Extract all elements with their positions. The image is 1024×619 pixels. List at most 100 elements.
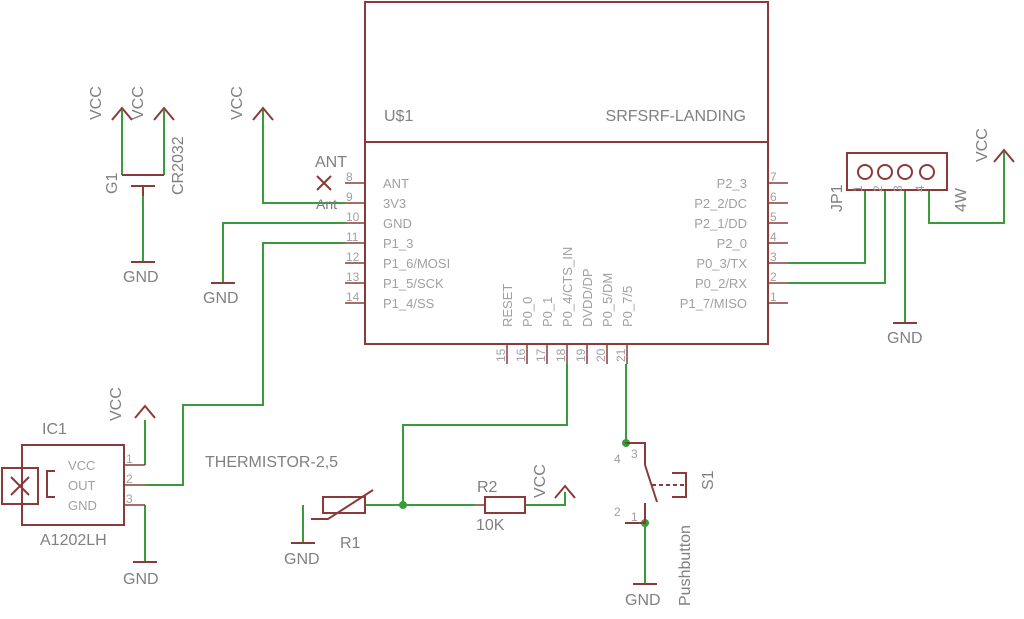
g1-name: G1: [104, 173, 121, 194]
ic1-sensor-box: [1, 467, 39, 505]
u1-pin-label-17: P0_1: [540, 297, 555, 327]
ic1-x-2: [10, 476, 30, 496]
gnd-label: GND: [123, 269, 159, 286]
vcc-symbol-jp1: VCC: [974, 128, 1015, 163]
gnd-label: GND: [203, 290, 239, 307]
vcc-arrow: [153, 106, 175, 121]
s1-upper-contact: [625, 442, 646, 465]
ic1-pin-num-1: 1: [126, 452, 133, 466]
s1-pin-num-4: 4: [614, 452, 621, 466]
u1-pin-num-6: 6: [770, 190, 777, 204]
thermistor-r1[interactable]: THERMISTOR-2,5 R1: [205, 454, 374, 552]
u1-pin-label-16: P0_0: [520, 297, 535, 327]
u1-pin-num-8: 8: [346, 170, 353, 184]
u1-pin-num-4: 4: [770, 230, 777, 244]
u1-pin-num-18: 18: [554, 348, 568, 362]
gnd-label: GND: [123, 571, 159, 588]
gnd-label: GND: [887, 330, 923, 347]
junction-thermistor: [399, 501, 407, 509]
u1-pin-num-14: 14: [346, 290, 360, 304]
r1-value: THERMISTOR-2,5: [205, 454, 338, 471]
u1-pin-label-2: P0_2/RX: [695, 276, 747, 291]
ant-net-label: Ant: [316, 196, 337, 212]
s1-lower-contact: [625, 503, 646, 524]
u1-pin-num-2: 2: [770, 270, 777, 284]
u1-pin-num-17: 17: [534, 348, 548, 362]
vcc-label: VCC: [974, 128, 991, 162]
u1-pin-label-19: DVDD/DP: [580, 268, 595, 327]
u1-pin-label-14: P1_4/SS: [383, 296, 435, 311]
r2-body: [484, 496, 526, 514]
jp1-pin-num-3: 3: [891, 185, 905, 192]
gnd-symbol-jp1: GND: [887, 322, 923, 347]
wires: [142, 110, 1005, 584]
u1-pin-num-5: 5: [770, 210, 777, 224]
r2-value: 10K: [476, 517, 505, 534]
jp1-outline: [846, 152, 948, 191]
gnd-label: GND: [625, 592, 661, 609]
pushbutton-s1[interactable]: 4 3 2 1 S1 Pushbutton: [614, 442, 717, 606]
r1-thermistor-mark: [311, 489, 374, 520]
u1-pin-label-10: GND: [383, 216, 412, 231]
s1-pin-num-2: 2: [614, 505, 621, 519]
u1-value: SRFSRF-LANDING: [606, 108, 746, 125]
r1-name: R1: [340, 535, 361, 552]
u1-pin-num-9: 9: [346, 190, 353, 204]
u1-pin-num-7: 7: [770, 170, 777, 184]
ic1-pin-num-3: 3: [126, 492, 133, 506]
vcc-arrow: [252, 106, 274, 121]
vcc-arrow: [554, 484, 576, 499]
ant-noconnect: ANT Ant: [315, 154, 347, 212]
vcc-label: VCC: [88, 86, 105, 120]
jp1-pin-2: [877, 164, 893, 180]
u1-pin-label-3: P0_3/TX: [696, 256, 747, 271]
wire-r2-vcc: [525, 492, 566, 506]
u1-pin-num-11: 11: [346, 230, 359, 244]
vcc-symbol-g1-a: VCC: [88, 86, 133, 121]
sensor-ic1[interactable]: 1 2 3 VCC OUT GND IC1 A1202LH: [1, 421, 145, 549]
u1-right-pins: 7P2_36P2_2/DC5P2_1/DD4P2_03P0_3/TX2P0_2/…: [680, 170, 788, 311]
ic1-pin-label-gnd: GND: [68, 498, 97, 513]
vcc-arrow: [134, 404, 156, 419]
u1-pin-label-12: P1_6/MOSI: [383, 256, 450, 271]
vcc-label: VCC: [229, 86, 246, 120]
ant-label: ANT: [315, 154, 347, 171]
vcc-arrow: [111, 106, 133, 121]
vcc-symbol-g1-b: VCC: [130, 86, 175, 121]
ic1-pin-label-vcc: VCC: [68, 458, 95, 473]
ic1-pin-num-2: 2: [126, 472, 133, 486]
jp1-pin-num-2: 2: [871, 185, 885, 192]
u1-pin-label-1: P1_7/MISO: [680, 296, 747, 311]
jp1-value: 4W: [953, 187, 970, 212]
resistor-r2[interactable]: R2 10K: [475, 479, 526, 534]
wire-p13-out: [145, 242, 345, 486]
jp1-pin-num-4: 4: [913, 185, 927, 192]
wire-jp1-vcc: [928, 152, 1005, 224]
vcc-symbol-3v3: VCC: [229, 86, 274, 121]
u1-pin-num-3: 3: [770, 250, 777, 264]
u1-pin-label-6: P2_2/DC: [694, 196, 747, 211]
gnd-symbol-g1: GND: [123, 261, 159, 286]
u1-pin-label-5: P2_1/DD: [694, 216, 747, 231]
u1-pin-label-9: 3V3: [383, 196, 406, 211]
wire-p18-node: [402, 364, 568, 505]
jp1-pin-1: [857, 164, 873, 180]
vcc-arrow: [993, 148, 1015, 163]
battery-g1[interactable]: G1 CR2032: [104, 110, 187, 196]
u1-pin-label-11: P1_3: [383, 236, 413, 251]
header-jp1[interactable]: 1 2 3 4 JP1 4W: [829, 152, 970, 212]
wire-gnd-u1: [222, 222, 345, 283]
u1-pin-num-1: 1: [770, 290, 777, 304]
u1-pin-label-7: P2_3: [717, 176, 747, 191]
wire-p21-s1: [625, 364, 645, 444]
u1-pin-num-12: 12: [346, 250, 360, 264]
s1-name: S1: [700, 470, 717, 490]
u1-pin-label-8: ANT: [383, 176, 409, 191]
ic1-value: A1202LH: [40, 532, 107, 549]
s1-pin-num-1: 1: [631, 510, 638, 524]
u1-pin-num-10: 10: [346, 210, 360, 224]
r2-name: R2: [477, 479, 498, 496]
wire-3v3-vcc: [262, 110, 345, 204]
